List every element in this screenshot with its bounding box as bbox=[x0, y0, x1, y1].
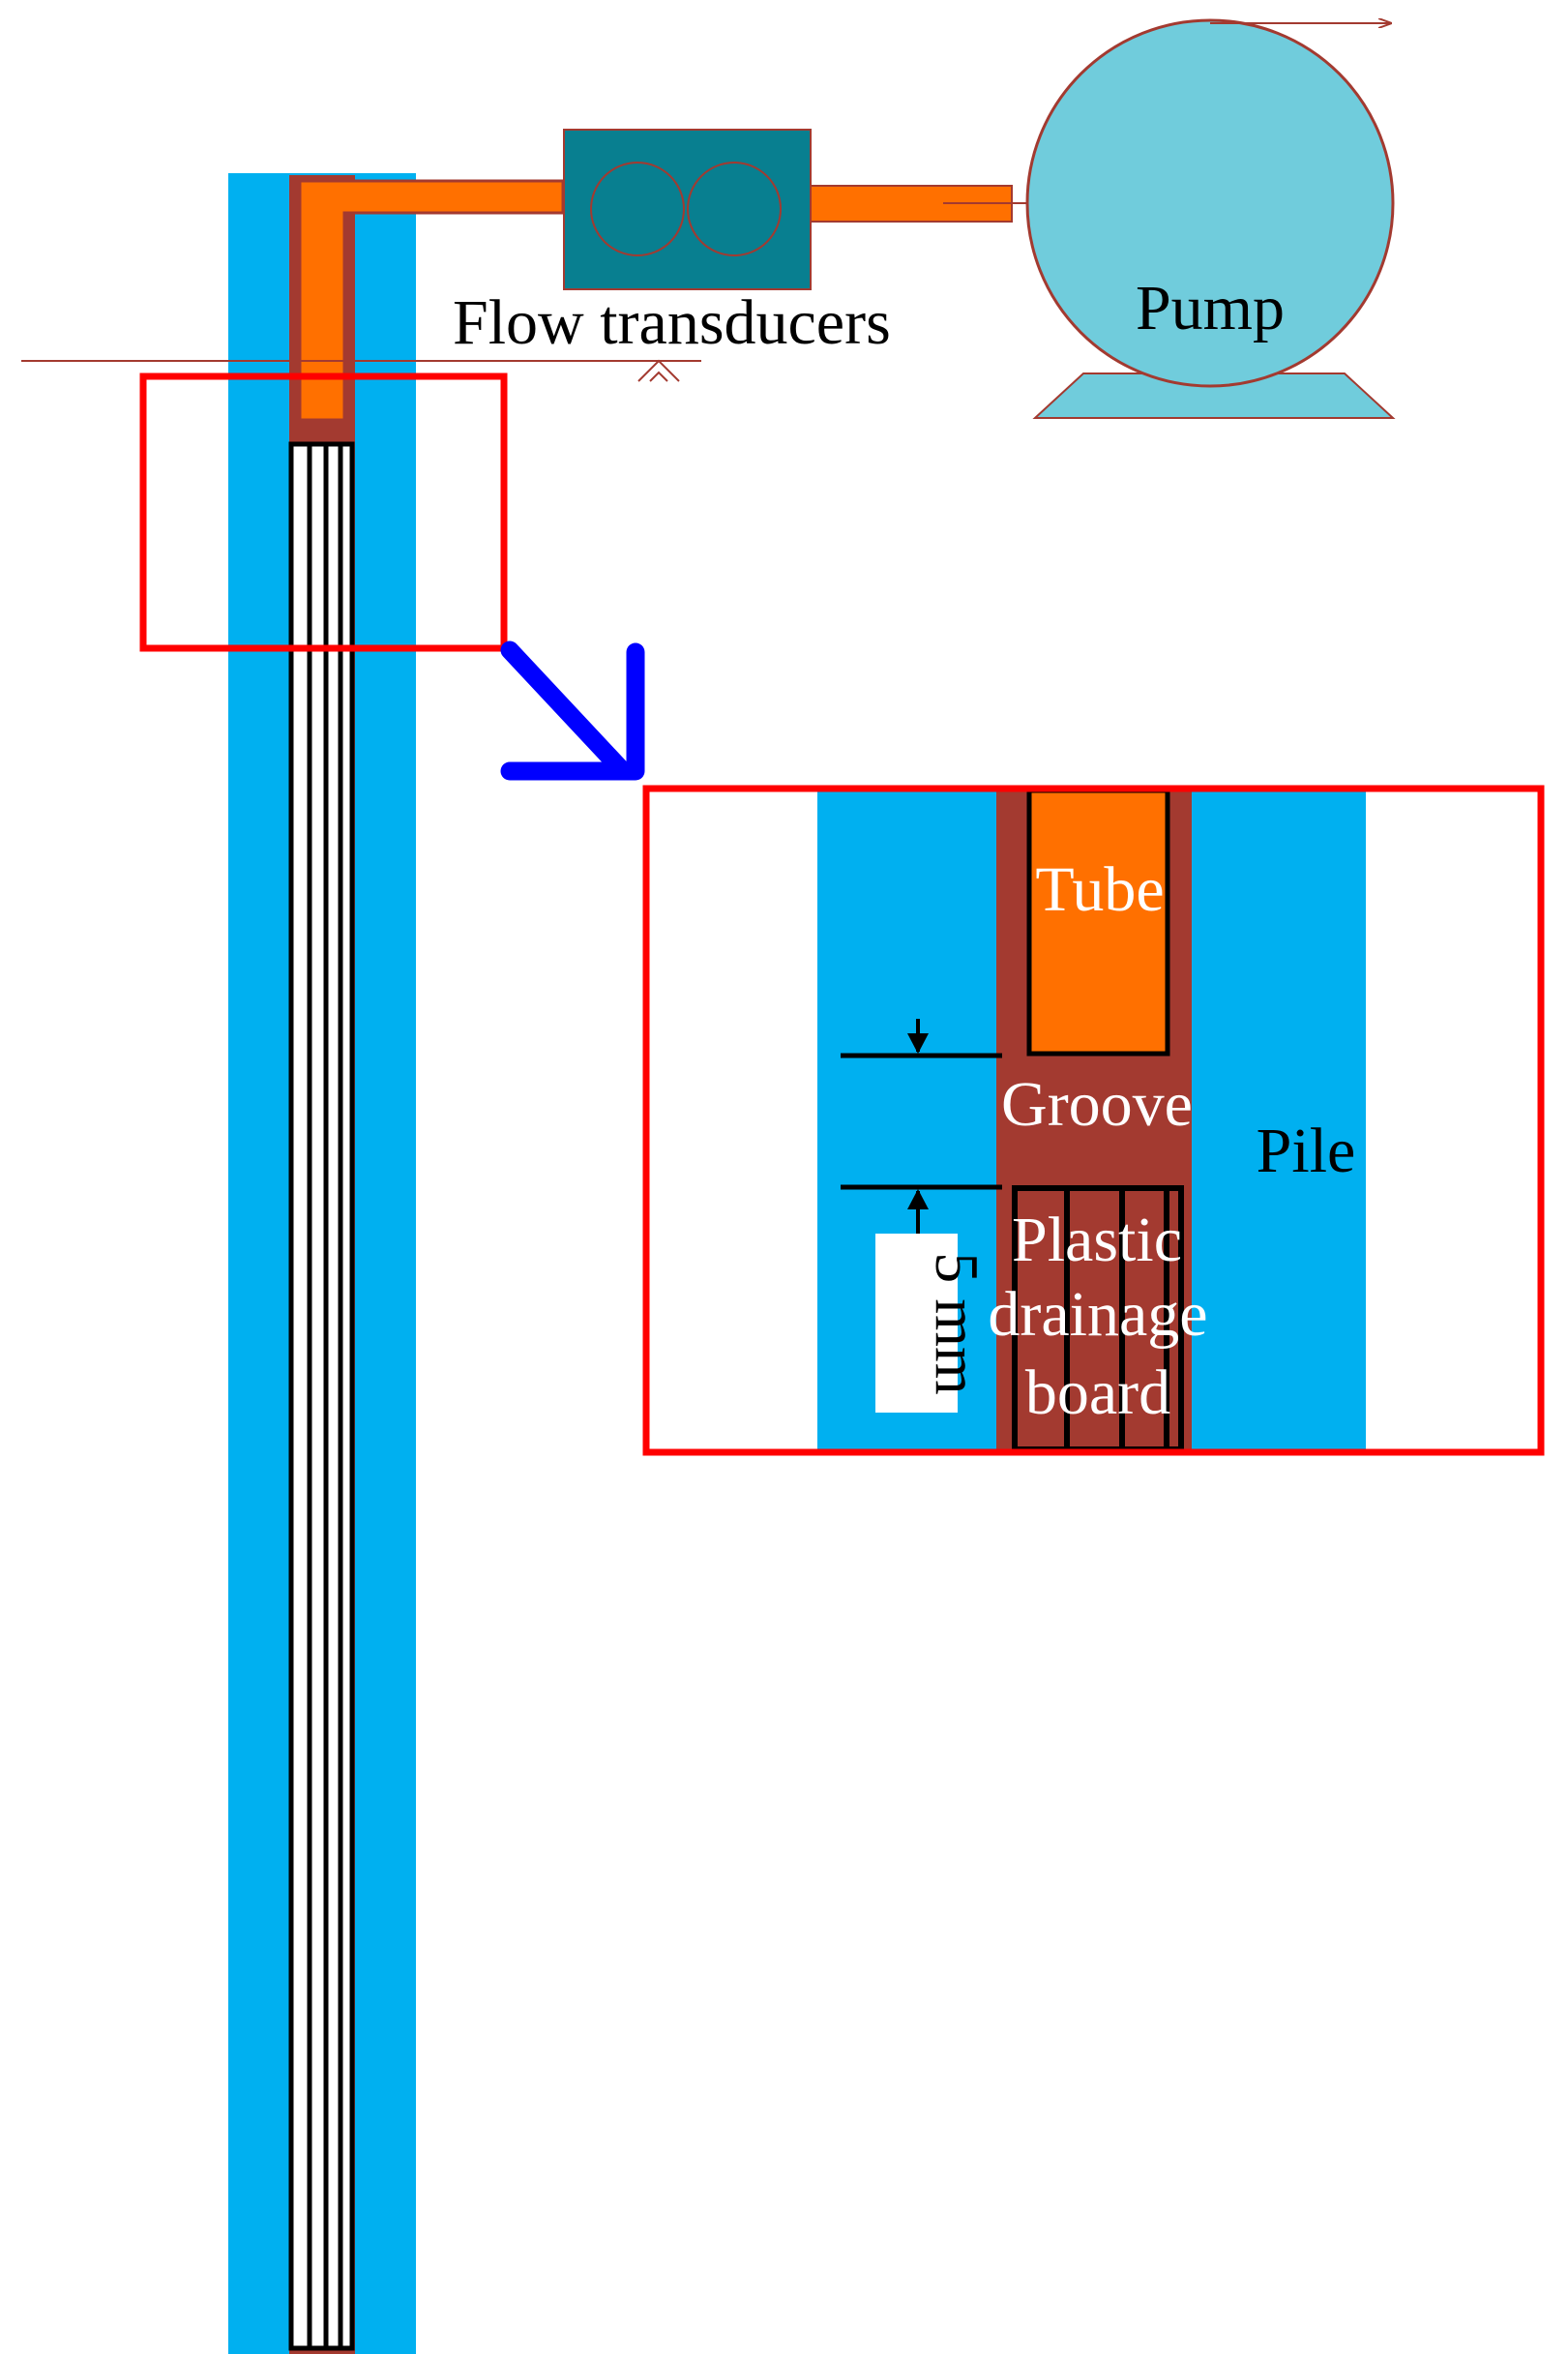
detail-tube bbox=[1026, 788, 1170, 1057]
dimension-arrowhead-bottom bbox=[907, 1189, 929, 1209]
drainage-label: drainage bbox=[988, 1279, 1207, 1350]
board-label: board bbox=[1025, 1357, 1170, 1428]
water-level-icon bbox=[637, 359, 680, 382]
tube-label: Tube bbox=[1035, 854, 1164, 925]
detail-frame bbox=[642, 785, 1545, 1456]
zoom-arrow-icon bbox=[500, 641, 645, 781]
drainage-board-frame bbox=[288, 441, 355, 2351]
water-level bbox=[21, 359, 701, 382]
pump-icon bbox=[1025, 18, 1395, 388]
transducer-rotor-left bbox=[590, 162, 685, 256]
pump bbox=[1025, 18, 1396, 419]
dimension-label: 5 mm bbox=[923, 1252, 991, 1395]
main-pile bbox=[228, 173, 565, 2354]
pile-label: Pile bbox=[1257, 1116, 1356, 1186]
dimension-arrowhead-top bbox=[907, 1033, 929, 1054]
plastic-label: Plastic bbox=[1012, 1205, 1182, 1275]
flow-transducers-label: Flow transducers bbox=[453, 287, 891, 358]
dimension-marker bbox=[841, 1019, 1002, 1413]
flow-transducer bbox=[563, 129, 812, 290]
transducer-rotor-right bbox=[687, 162, 782, 256]
detail-view bbox=[642, 785, 1545, 1456]
dimension-label-bg bbox=[875, 1234, 958, 1413]
pump-label: Pump bbox=[1136, 273, 1285, 343]
groove-label: Groove bbox=[1001, 1069, 1193, 1140]
drainage-board bbox=[288, 441, 355, 2351]
highlight-frame bbox=[139, 372, 508, 652]
